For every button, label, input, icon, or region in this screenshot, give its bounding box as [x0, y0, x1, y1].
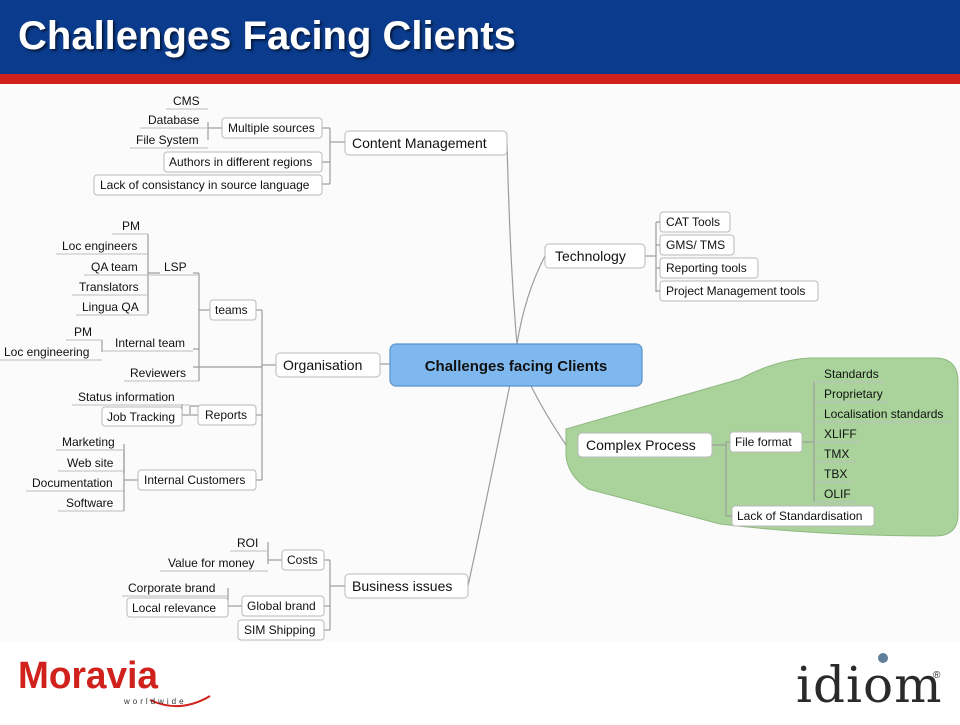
node-reporting-tools-label: Reporting tools: [666, 261, 747, 275]
node-technology-label: Technology: [555, 248, 626, 264]
leaf-loc-engineering: Loc engineering: [4, 345, 89, 359]
node-costs: [281, 549, 325, 571]
center-node: [389, 343, 643, 387]
leaf-corporate-brand: Corporate brand: [128, 581, 215, 595]
node-job-tracking-label: Job Tracking: [107, 410, 175, 424]
leaf-value-for-money: Value for money: [168, 556, 255, 570]
node-internal-team-label: Internal team: [115, 336, 185, 350]
node-teams: [209, 299, 257, 321]
node-file-format: [729, 431, 803, 453]
node-authors-regions-label: Authors in different regions: [169, 155, 312, 169]
node-authors-regions: [163, 151, 323, 173]
leaf-documentation: Documentation: [32, 476, 113, 490]
leaf-loc-engineers: Loc engineers: [62, 239, 137, 253]
node-lack-consistency-label: Lack of consistancy in source language: [100, 178, 310, 192]
moravia-logo-wordmark: Moravia: [18, 655, 159, 697]
node-project-management-tools-label: Project Management tools: [666, 284, 805, 298]
node-local-relevance: [126, 597, 229, 618]
node-lack-standardisation: [731, 505, 875, 527]
business-connectors: [227, 542, 345, 631]
node-multiple-sources: [221, 117, 323, 139]
leaf-translators: Translators: [79, 280, 139, 294]
leaf-tbx: TBX: [824, 467, 847, 481]
moravia-logo-tagline: worldwide: [123, 697, 187, 706]
node-local-relevance-label: Local relevance: [132, 601, 216, 615]
node-sim-shipping-label: SIM Shipping: [244, 623, 315, 637]
node-file-format-label: File format: [735, 435, 792, 449]
leaf-file-system: File System: [136, 133, 199, 147]
idiom-dot-icon: [878, 653, 888, 663]
idiom-registered-mark: ®: [933, 670, 941, 681]
idiom-logo: idiom ®: [796, 653, 943, 714]
mind-map-canvas: Challenges facing Clients Content Manage…: [0, 94, 959, 641]
leaf-lingua-qa: Lingua QA: [82, 300, 139, 314]
node-organisation-label: Organisation: [283, 357, 362, 373]
node-costs-label: Costs: [287, 553, 318, 567]
leaf-web-site: Web site: [67, 456, 114, 470]
leaf-proprietary: Proprietary: [824, 387, 883, 401]
node-organisation: [275, 352, 381, 378]
moravia-logo: Moravia worldwide: [18, 655, 211, 708]
node-lack-standardisation-label: Lack of Standardisation: [737, 509, 862, 523]
leaf-qa-team: QA team: [91, 260, 138, 274]
node-technology: [544, 243, 646, 269]
node-business-issues: [344, 573, 469, 599]
node-reports: [197, 404, 257, 426]
main-branches: [380, 142, 567, 587]
leaf-xliff: XLIFF: [824, 427, 857, 441]
node-internal-customers: [137, 469, 257, 491]
footer-logos: Moravia worldwide idiom ®: [18, 653, 943, 714]
node-lack-consistency: [93, 174, 323, 196]
leaf-olif: OLIF: [824, 487, 851, 501]
idiom-logo-wordmark: idiom: [796, 656, 943, 714]
node-cat-tools-label: CAT Tools: [666, 215, 720, 229]
node-business-issues-label: Business issues: [352, 578, 452, 594]
leaf-software: Software: [66, 496, 114, 510]
leaf-localisation-standards: Localisation standards: [824, 407, 943, 421]
leaf-standards: Standards: [824, 367, 879, 381]
node-internal-customers-label: Internal Customers: [144, 473, 245, 487]
technology-connectors: [645, 222, 657, 292]
node-global-brand-label: Global brand: [247, 599, 316, 613]
leaf-marketing: Marketing: [62, 435, 115, 449]
node-sim-shipping: [237, 619, 325, 641]
moravia-swoosh-icon: [149, 695, 211, 708]
node-gms-tms-label: GMS/ TMS: [666, 238, 725, 252]
content-management-connectors: [207, 122, 345, 185]
node-teams-label: teams: [215, 303, 248, 317]
node-lsp-label: LSP: [164, 260, 187, 274]
slide-header: Challenges Facing Clients: [0, 0, 960, 74]
mind-map: Challenges facing Clients Content Manage…: [0, 84, 960, 642]
slide-footer: Moravia worldwide idiom ®: [0, 642, 960, 720]
node-complex-process: [577, 432, 713, 458]
node-multiple-sources-label: Multiple sources: [228, 121, 315, 135]
leaf-lsp-pm: PM: [122, 219, 140, 233]
leaf-database: Database: [148, 113, 200, 127]
leaf-cms: CMS: [173, 94, 200, 108]
leaf-roi: ROI: [237, 536, 258, 550]
leaf-reviewers: Reviewers: [130, 366, 186, 380]
slide-title: Challenges Facing Clients: [18, 14, 516, 58]
node-content-management: [344, 130, 508, 156]
leaf-internal-pm: PM: [74, 325, 92, 339]
node-global-brand: [241, 595, 325, 617]
center-node-label: Challenges facing Clients: [425, 358, 608, 375]
leaf-tmx: TMX: [824, 447, 849, 461]
header-red-stripe: [0, 74, 960, 84]
node-reports-label: Reports: [205, 408, 247, 422]
leaf-status-information: Status information: [78, 390, 175, 404]
node-complex-process-label: Complex Process: [586, 437, 696, 453]
node-job-tracking: [101, 406, 183, 427]
node-content-management-label: Content Management: [352, 135, 487, 151]
